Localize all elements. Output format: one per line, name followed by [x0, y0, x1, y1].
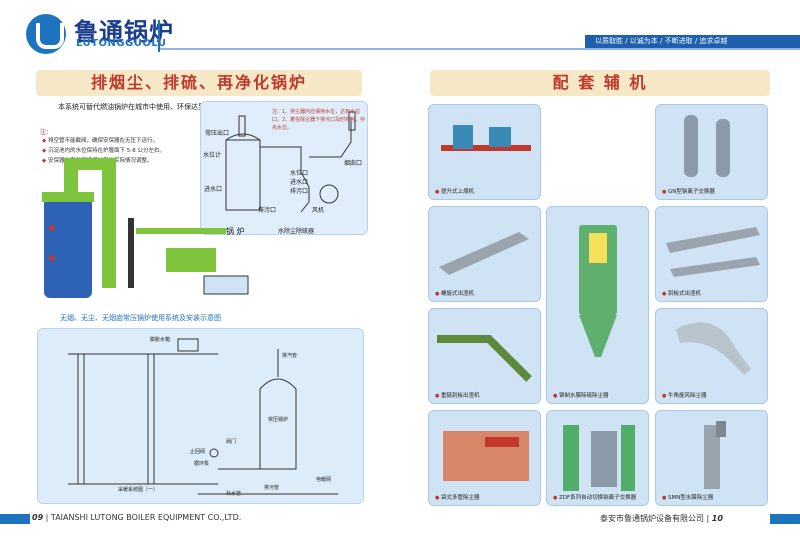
slogan-bar: 以质取胜 / 以诚为本 / 不断进取 / 追求卓越 [585, 35, 800, 48]
product-card: SMN型水膜除尘器 [655, 410, 768, 506]
product-card: 螺旋式出渣机 [428, 206, 541, 302]
label-radiator-title: 采暖系统图（一） [118, 487, 159, 493]
logo-chinese: 鲁通锅炉 [74, 18, 174, 46]
label-check-valve: 止回阀 [190, 449, 206, 455]
label-valve: 阀门 [226, 439, 237, 445]
product-caption: GN型钠离子交换器 [662, 187, 715, 195]
label-pump: 循环泵 [194, 461, 210, 467]
label-outlet: 排污口 [290, 188, 309, 195]
label-chimney: 烟囱口 [344, 160, 363, 167]
header-divider [158, 20, 160, 52]
product-caption: 螺旋式出渣机 [435, 289, 474, 297]
product-card: GN型钠离子交换器 [655, 104, 768, 200]
header-rule [160, 48, 800, 50]
product-card: 刮板式出渣机 [655, 206, 768, 302]
boiler-diagram-drawing [225, 111, 356, 213]
footer-company-en: TAIANSHI LUTONG BOILER EQUIPMENT CO.,LTD… [50, 513, 242, 522]
heating-system-diagram [37, 328, 364, 504]
product-caption: 钢制水膜除硫除尘器 [553, 391, 609, 399]
label-expansion-tank: 膨胀水箱 [150, 337, 171, 343]
footer-bar-left [0, 514, 30, 524]
intro-text: 本系统可替代燃油锅炉在城市中使用、环保达到国家卫生城市标准。 [58, 103, 268, 111]
page-number-left: 09 [32, 513, 44, 522]
label-pressure-port: 常压出口 [205, 130, 230, 137]
product-caption: ZDF系列自动切换钠离子交换器 [553, 493, 636, 501]
product-card: 重链刮板出渣机 [428, 308, 541, 404]
logo-english: LUTONGGUOLU [76, 38, 167, 49]
label-level-gauge: 水位计 [203, 152, 222, 159]
label-pressure-boiler: 常压锅炉 [268, 417, 289, 423]
label-heater: 电暖网 [316, 477, 332, 483]
diagram-note: 注：1、将尘器内应保持水位，达到水位口。2、着在除尘器下排污口及时排污，补充水位… [272, 109, 366, 131]
note-item: 排空管不能截阀，确保安保器在无压下运行。 [42, 136, 242, 146]
product-caption: 袋式多管除尘器 [435, 493, 480, 501]
footer-left: 09 | TAIANSHI LUTONG BOILER EQUIPMENT CO… [32, 513, 242, 522]
product-card: 袋式多管除尘器 [428, 410, 541, 506]
label-drain: 排污口 [258, 207, 277, 214]
label-exhaust: 排汽管 [282, 353, 298, 359]
pipe-system-illustration [42, 158, 249, 298]
label-supply: 补水管 [226, 491, 242, 497]
product-card: ZDF系列自动切换钠离子交换器 [546, 410, 649, 506]
product-caption: 刮板式出渣机 [662, 289, 701, 297]
label-fan: 风机 [312, 207, 325, 214]
label-collector: 水除尘除硫器 [278, 228, 315, 235]
label-inlet: 进水口 [204, 186, 223, 193]
label-drain-pipe: 排污管 [264, 485, 280, 491]
label-boiler: 锅 炉 [226, 227, 245, 236]
notes-label: 注： [40, 129, 53, 136]
label-inlet2: 进水口 [290, 179, 309, 186]
footer-right: 泰安市鲁通锅炉设备有限公司 | 10 [600, 514, 723, 523]
footer-company-cn: 泰安市鲁通锅炉设备有限公司 [600, 514, 704, 523]
left-section-title: 排烟尘、排硫、再净化锅炉 [36, 70, 362, 96]
product-caption: 牛角旋风除尘器 [662, 391, 707, 399]
product-caption: 提升式上煤机 [435, 187, 474, 195]
right-section-title: 配 套 辅 机 [430, 70, 770, 96]
note-item: 沉淀池内的水位保持在炉膛面下 5-8 公分左右。 [42, 146, 242, 156]
page-number-right: 10 [711, 514, 723, 523]
product-caption: 重链刮板出渣机 [435, 391, 480, 399]
logo-icon [26, 14, 66, 54]
product-caption: SMN型水膜除尘器 [662, 493, 713, 501]
product-card: 牛角旋风除尘器 [655, 308, 768, 404]
product-card: 提升式上煤机 [428, 104, 541, 200]
footer-bar-right [770, 514, 800, 524]
system-caption: 无烟、无尘、无烟囱常压锅炉使用系统及安装示意图 [60, 314, 221, 322]
heating-system-drawing [68, 338, 338, 495]
boiler-diagram-box [200, 101, 368, 235]
product-card: 钢制水膜除硫除尘器 [546, 206, 649, 404]
label-water-level: 水位口 [290, 170, 309, 177]
